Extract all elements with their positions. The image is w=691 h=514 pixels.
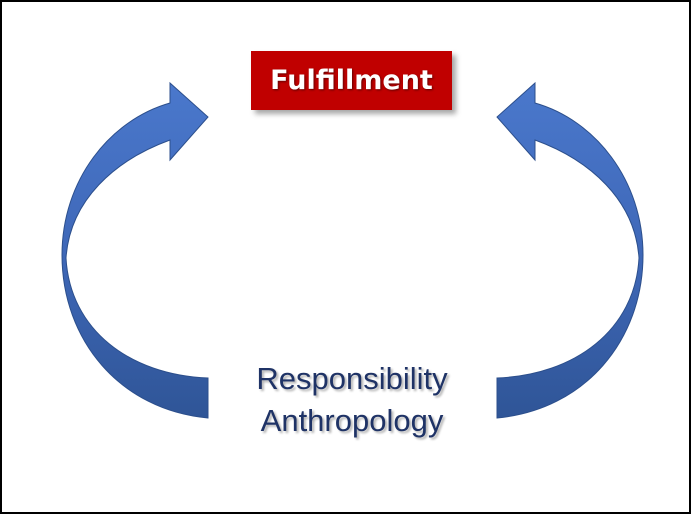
right-curved-arrow-icon [496,81,644,419]
left-curved-arrow-icon [61,81,209,419]
responsibility-label: Responsibility [256,361,448,396]
fulfillment-label: Fulfillment [270,65,433,96]
anthropology-label: Anthropology [260,403,444,438]
bottom-labels: Responsibility Anthropology [202,358,502,442]
fulfillment-box: Fulfillment [251,51,452,110]
